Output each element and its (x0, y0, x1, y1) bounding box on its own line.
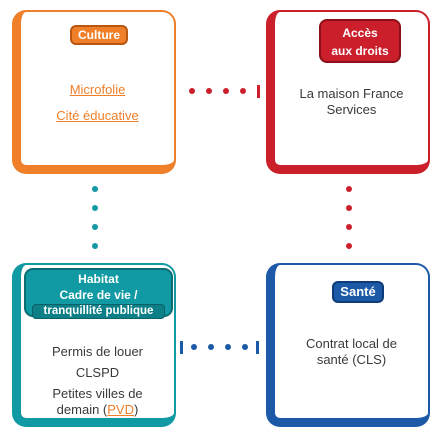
connector-dot (346, 224, 352, 230)
connector-dot (189, 88, 195, 94)
connector-dot (191, 344, 197, 350)
connector-end-bar (180, 341, 183, 354)
acces-aux-droits-badge: Accès aux droits (319, 19, 401, 63)
culture-card: Culture Microfolie Cité éducative (12, 10, 176, 174)
connector-dot (346, 186, 352, 192)
connector-dot (92, 205, 98, 211)
microfolie-link[interactable]: Microfolie (69, 82, 126, 97)
habitat-card: Habitat Cadre de vie / tranquillité publ… (12, 263, 176, 427)
acces-aux-droits-card: Accès aux droits La maison France Servic… (266, 10, 430, 174)
connector-dot (225, 344, 231, 350)
habitat-badge-title: Habitat (78, 272, 119, 286)
connector-end-bar (257, 85, 260, 98)
connector-dot (92, 186, 98, 192)
connector-dot (206, 88, 212, 94)
petites-villes-line2: demain (PVD) (21, 402, 174, 418)
clspd: CLSPD (75, 365, 120, 380)
sante-badge: Santé (332, 281, 384, 303)
connector-dot (242, 344, 248, 350)
connector-dot (223, 88, 229, 94)
pvd-link[interactable]: PVD (107, 402, 134, 417)
pvd-suffix: ) (133, 402, 139, 417)
connector-dot (346, 243, 352, 249)
culture-badge: Culture (70, 25, 128, 45)
maison-france-line1: La maison France (299, 86, 404, 101)
contrat-local-line2: santé (CLS) (316, 352, 387, 367)
acces-badge-line1: Accès (342, 26, 378, 40)
habitat-badge-cadre: Cadre de vie / (59, 288, 138, 302)
connector-end-bar (256, 341, 259, 354)
connector-dot (92, 243, 98, 249)
connector-dot (208, 344, 214, 350)
sante-card: Santé Contrat local de santé (CLS) (266, 263, 430, 427)
connector-dot (92, 224, 98, 230)
pvd-prefix: demain ( (56, 402, 108, 417)
habitat-badge: Habitat Cadre de vie / tranquillité publ… (24, 268, 173, 319)
connector-dot (346, 205, 352, 211)
connector-dot (240, 88, 246, 94)
contrat-local-line1: Contrat local de (305, 336, 398, 351)
petites-villes-line1: Petites villes de (52, 386, 143, 401)
acces-badge-line2: aux droits (331, 44, 389, 58)
habitat-badge-tranquillite: tranquillité publique (32, 304, 165, 319)
permis-de-louer: Permis de louer (51, 344, 144, 359)
maison-france-line2: Services (326, 102, 377, 117)
cite-educative-link[interactable]: Cité éducative (56, 108, 139, 123)
